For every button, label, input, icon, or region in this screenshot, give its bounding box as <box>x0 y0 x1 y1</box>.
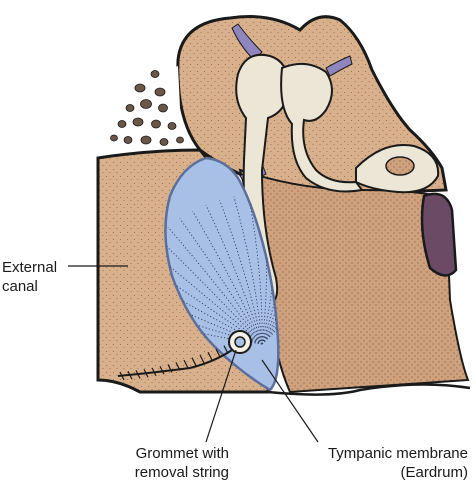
leader-tympanic-membrane <box>261 359 319 443</box>
tympanic-membrane-label: Tympanic membrane (Eardrum) <box>327 445 468 481</box>
string-tick <box>127 371 133 380</box>
striation-line <box>261 219 279 345</box>
cochlear-window <box>420 192 458 277</box>
external-canal-label: External canal <box>2 259 58 295</box>
string-tick <box>135 370 141 379</box>
string-tick <box>143 368 149 378</box>
tympanic-membrane-striations <box>165 193 279 345</box>
leader-grommet <box>205 349 237 443</box>
stapes <box>355 144 440 194</box>
string-tick <box>183 359 189 369</box>
incus <box>280 62 364 193</box>
striation-line <box>261 211 279 345</box>
striation-line <box>247 194 263 345</box>
grommet <box>117 330 252 381</box>
string-tick <box>119 371 125 381</box>
mastoid-air-cells <box>98 66 184 160</box>
canal-floor <box>267 383 471 396</box>
string-tick <box>159 365 165 375</box>
removal-string <box>117 349 233 377</box>
string-tick <box>223 345 229 354</box>
string-tick <box>167 364 173 373</box>
removal-string-ticks <box>119 345 229 381</box>
striation-line <box>261 228 279 345</box>
striation-line <box>233 196 263 345</box>
grommet-label: Grommet with removal string <box>134 445 229 481</box>
string-tick <box>151 367 157 377</box>
leader-lines <box>68 265 319 443</box>
middle-ear-region <box>238 168 470 394</box>
string-tick <box>175 362 181 371</box>
tympanic-membrane <box>164 156 280 392</box>
string-tick <box>199 354 205 364</box>
striation-line <box>261 193 267 345</box>
string-tick <box>207 351 213 361</box>
string-tick <box>191 357 197 366</box>
string-tick <box>215 348 221 358</box>
